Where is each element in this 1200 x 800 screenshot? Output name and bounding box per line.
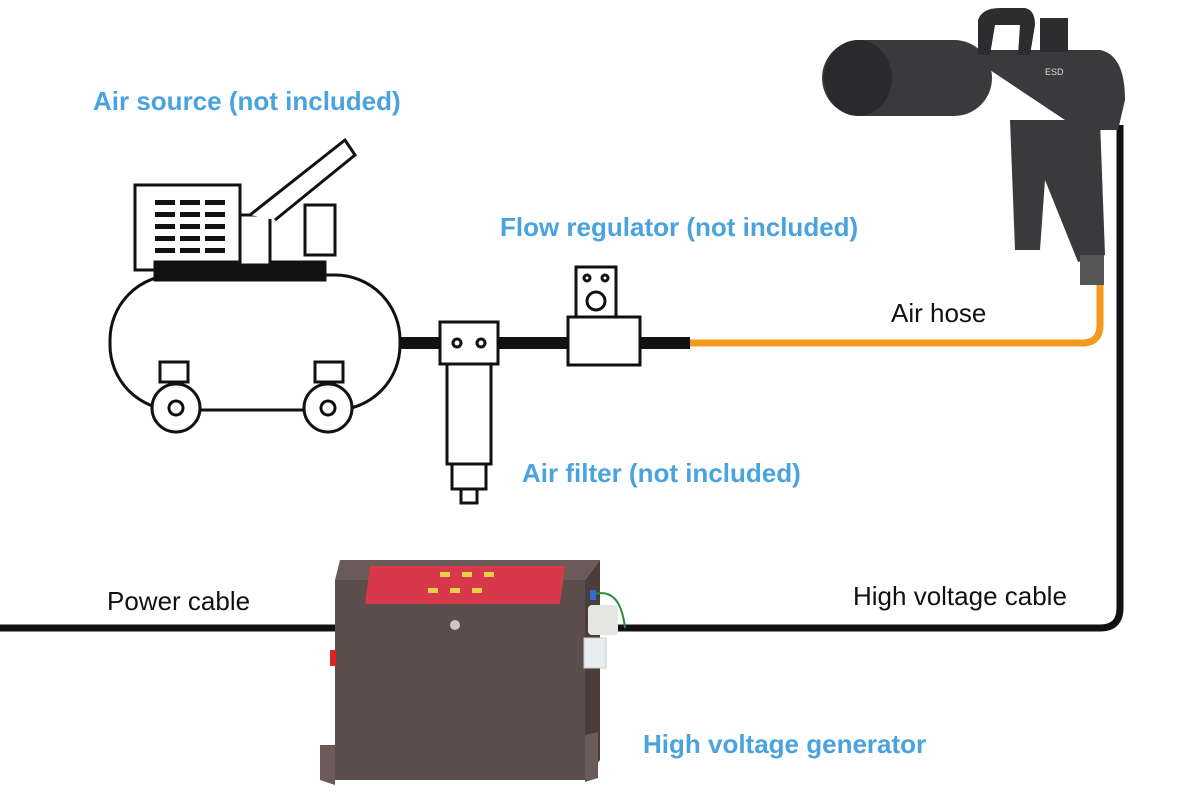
label-air-hose: Air hose (891, 298, 987, 328)
ionizing-air-gun: ESD (822, 8, 1125, 285)
air-filter-drawing (438, 320, 500, 505)
label-high-voltage-cable: High voltage cable (853, 581, 1067, 611)
warning-panel (365, 566, 565, 604)
label-flow-regulator: Flow regulator (not included) (500, 212, 859, 242)
pipe-connectors (395, 337, 690, 349)
power-cable-line (0, 125, 1124, 632)
label-power-cable: Power cable (107, 586, 251, 616)
high-voltage-generator-unit (320, 560, 626, 785)
label-air-source: Air source (not included) (93, 86, 401, 116)
label-air-filter: Air filter (not included) (522, 458, 801, 488)
air-compressor-drawing (108, 137, 402, 434)
svg-text:ESD: ESD (1045, 67, 1064, 77)
label-high-voltage-generator: High voltage generator (643, 729, 927, 759)
flow-regulator-drawing (566, 265, 642, 367)
air-hose-line (688, 282, 1104, 347)
